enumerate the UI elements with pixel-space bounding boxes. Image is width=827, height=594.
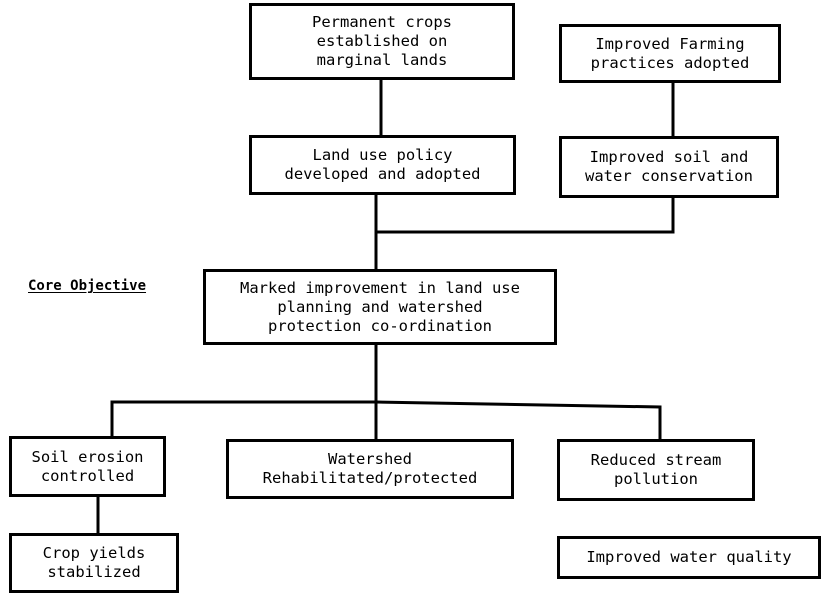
reduced-pollution-text: Reduced stream pollution [590, 451, 722, 488]
improved-farming-box: Improved Farming practices adopted [559, 24, 781, 83]
core-objective-box: Marked improvement in land use planning … [203, 269, 557, 345]
land-use-policy-text: Land use policy developed and adopted [284, 146, 481, 183]
connector-branch [110, 400, 662, 440]
watershed-box: Watershed Rehabilitated/protected [226, 439, 514, 499]
water-quality-text: Improved water quality [586, 548, 792, 566]
soil-erosion-box: Soil erosion controlled [9, 436, 166, 497]
core-objective-text: Marked improvement in land use planning … [240, 278, 520, 335]
permanent-crops-text: Permanent crops established on marginal … [312, 13, 452, 69]
land-use-policy-box: Land use policy developed and adopted [249, 135, 516, 195]
soil-water-conservation-box: Improved soil and water conservation [559, 136, 779, 198]
crop-yields-text: Crop yields stabilized [42, 544, 146, 581]
watershed-text: Watershed Rehabilitated/protected [262, 450, 478, 487]
soil-erosion-text: Soil erosion controlled [31, 447, 144, 485]
reduced-pollution-box: Reduced stream pollution [557, 439, 755, 501]
water-quality-box: Improved water quality [557, 536, 821, 579]
permanent-crops-box: Permanent crops established on marginal … [249, 3, 515, 80]
crop-yields-box: Crop yields stabilized [9, 533, 179, 593]
core-objective-label: Core Objective [28, 278, 147, 294]
improved-farming-text: Improved Farming practices adopted [590, 34, 750, 72]
connector-conservation-to-core [376, 197, 675, 234]
soil-water-conservation-text: Improved soil and water conservation [585, 148, 753, 185]
